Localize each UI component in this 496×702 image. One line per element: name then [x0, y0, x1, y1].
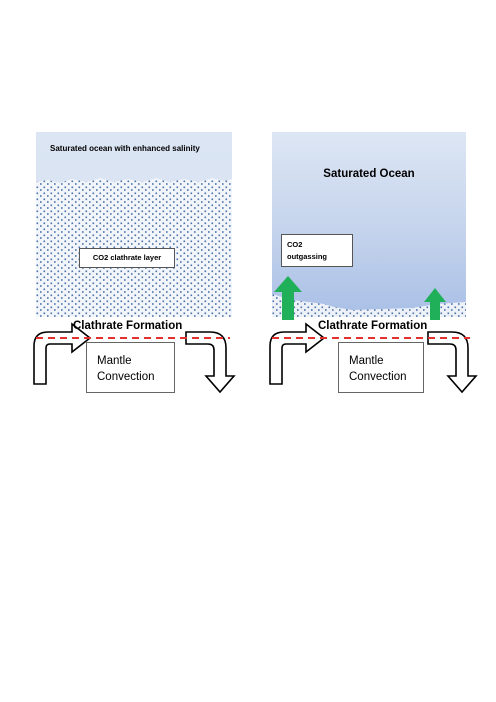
outgassing-label-box: CO2 outgassing — [281, 234, 353, 267]
convection-arrow-right-inflow — [269, 322, 326, 385]
outgassing-line1: CO2 — [287, 240, 303, 249]
outgassing-arrow-large — [274, 276, 302, 320]
left-heading: Saturated ocean with enhanced salinity — [50, 144, 200, 153]
mantle-label-left-line1: Mantle — [97, 355, 132, 367]
clathrate-layer-left — [36, 178, 232, 317]
convection-arrow-right-side-left — [185, 331, 236, 394]
convection-arrow-right-outflow — [427, 331, 478, 394]
clathrate-formation-label-right: Clathrate Formation — [318, 320, 428, 332]
right-ocean-panel: Saturated Ocean — [272, 132, 466, 317]
left-ocean-panel: Saturated ocean with enhanced salinity — [36, 132, 232, 317]
mantle-label-left-line2: Convection — [97, 371, 155, 383]
clathrate-formation-label-left: Clathrate Formation — [73, 320, 183, 332]
mantle-label-right-line1: Mantle — [349, 355, 384, 367]
outgassing-arrow-small — [424, 288, 446, 320]
mantle-label-right-line2: Convection — [349, 371, 407, 383]
right-heading: Saturated Ocean — [323, 168, 415, 180]
mantle-convection-box-right: Mantle Convection — [338, 342, 424, 393]
convection-arrow-left — [33, 322, 92, 385]
clathrate-layer-label: CO2 clathrate layer — [79, 248, 175, 268]
clathrate-layer-right — [272, 294, 466, 317]
outgassing-line2: outgassing — [287, 252, 328, 261]
mantle-convection-box-left: Mantle Convection — [86, 342, 175, 393]
